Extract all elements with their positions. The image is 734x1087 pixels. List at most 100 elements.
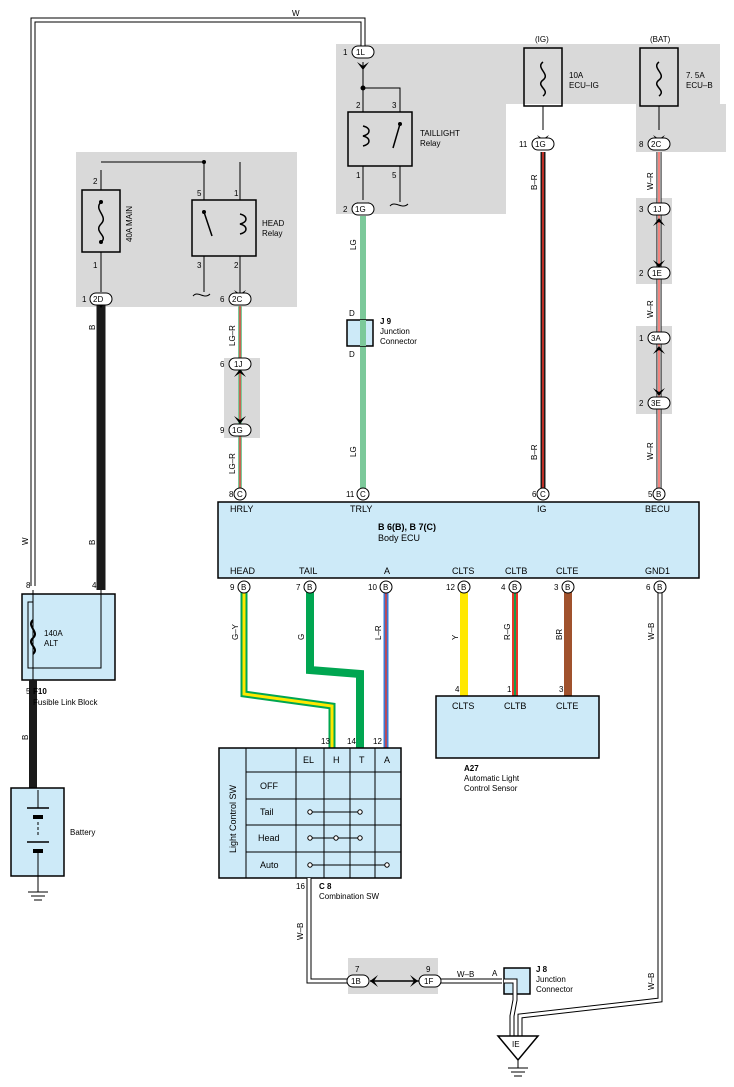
svg-text:3E: 3E [651,399,661,408]
battery-icon [10,787,65,901]
pin-1j-h: 6 [220,360,225,369]
f10-pin-5: 5 [26,687,31,696]
fuse-ig-amp: 10A [569,71,584,80]
f10-pin-8: 8 [26,581,31,590]
pin-hr-5: 5 [197,189,202,198]
sw-name: Combination SW [319,892,379,901]
supply-ig: (IG) [535,35,549,44]
ecu-top-pins [233,487,666,501]
pin-main-1: 1 [93,261,98,270]
wire-label-lgr-2: LG–R [228,453,237,474]
pin-hr-3: 3 [197,261,202,270]
ecu-conn-head: B [241,583,246,592]
pin-2c-b: 8 [639,140,644,149]
wire-label-lg-1: LG [349,239,358,250]
wire-label-wb-2: W–B [647,973,656,990]
ecu-name: Body ECU [378,533,420,543]
ground-ie-icon [496,1035,540,1077]
connector-1b: 1B [346,974,370,988]
sw-row-auto: Auto [260,860,279,870]
ecu-pin-clte: 3 [554,583,559,592]
sensor-term-cltb: CLTB [504,701,526,711]
body-ecu [217,501,700,579]
sw-col-h: H [333,755,340,765]
sw-row-tail: Tail [260,807,274,817]
pin-1g-tr: 2 [343,205,348,214]
ecu-pin-clts: 12 [446,583,455,592]
wire-label-batt-b: B [21,735,30,740]
connector-2c-b: 2C [647,137,671,151]
ecu-term-trly: TRLY [350,504,372,514]
wire-label-br-2: B–R [530,444,539,460]
pin-tr-1: 1 [356,171,361,180]
sw-pin-12: 12 [373,737,382,746]
svg-text:1J: 1J [234,360,242,369]
fuse-ecu-ig [523,47,563,130]
connector-1g-ig: 1G [531,137,555,151]
wire-label-g: G [297,634,306,640]
ecu-pin-trly: 11 [346,490,355,499]
svg-text:2D: 2D [93,295,103,304]
ecu-pin-a: 10 [368,583,377,592]
ground-ie-label: IE [512,1040,520,1049]
fusible-link-block-f10 [21,590,116,790]
ecu-bottom-pins [237,580,667,594]
j8-code: J 8 [536,965,548,974]
sw-row-head: Head [258,833,280,843]
ecu-title: B 6(B), B 7(C) [378,522,436,532]
wire-label-lg-2: LG [349,446,358,457]
svg-text:1F: 1F [424,977,433,986]
ecu-pin-becu: 5 [648,490,653,499]
ecu-conn-cltb: B [512,583,517,592]
wire-label-wr-2: W–R [646,300,655,318]
pin-3e: 2 [639,399,644,408]
sw-pin-16: 16 [296,882,305,891]
ecu-term-cltb: CLTB [505,566,527,576]
svg-text:1G: 1G [232,426,243,435]
ecu-term-clts: CLTS [452,566,474,576]
ecu-conn-ig: C [540,490,546,499]
wire-label-rg: R–G [503,624,512,640]
fuse-alt-name: ALT [44,639,58,648]
sensor-pin-4: 4 [455,685,460,694]
connector-1j-b: 1J [647,202,671,216]
fuse-ecu-b [639,47,679,130]
tail-relay-label-2: Relay [420,139,440,148]
sw-row-off: OFF [260,781,278,791]
svg-text:1G: 1G [535,140,546,149]
pin-2d: 1 [82,295,87,304]
combination-switch [218,747,402,879]
svg-text:2C: 2C [651,140,661,149]
connector-2c-h: 2C [228,292,252,306]
ecu-pin-cltb: 4 [501,583,506,592]
sw-col-el: EL [303,755,314,765]
wire-label-wb-j8: W–B [457,970,474,979]
pin-j9-d2: D [349,350,355,359]
wire-head-gy [240,592,336,750]
pin-1l: 1 [343,48,348,57]
ecu-term-ig: IG [537,504,547,514]
wire-label-top-w: W [292,9,300,18]
pin-hr-1: 1 [234,189,239,198]
wire-label-main-b: B [88,325,97,330]
fuse-ig-name: ECU–IG [569,81,599,90]
pin-hr-2: 2 [234,261,239,270]
junction-j9 [346,319,374,347]
tail-relay-label-1: TAILLIGHT [420,129,460,138]
supply-bat: (BAT) [650,35,671,44]
wire-label-left-b: B [88,540,97,545]
ecu-pin-gnd1: 6 [646,583,651,592]
pin-1b: 7 [355,965,360,974]
connector-3a: 3A [647,331,671,345]
wire-sw-wb [306,878,502,984]
pin-tr-2: 2 [356,101,361,110]
sw-pin-14: 14 [347,737,356,746]
ecu-conn-hrly: C [237,490,243,499]
j8-label-2: Connector [536,985,573,994]
svg-text:1J: 1J [653,205,661,214]
sensor-term-clts: CLTS [452,701,474,711]
pin-3a: 1 [639,334,644,343]
wire-gnd-wb [517,592,663,1036]
wire-label-lgr-1: LG–R [228,325,237,346]
